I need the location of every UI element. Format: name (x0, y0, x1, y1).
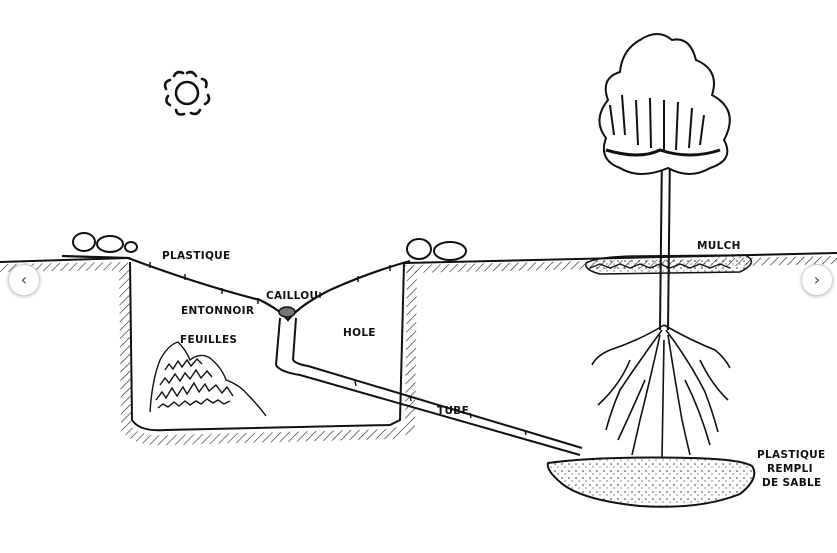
tree-icon (598, 33, 731, 331)
label-plastique: PLASTIQUE (162, 250, 230, 262)
chevron-left-icon: ‹ (20, 270, 28, 289)
label-plastique-rempli-line2: REMPLI (767, 463, 813, 475)
label-tube: TUBE (437, 405, 469, 417)
label-caillou: CAILLOU (266, 290, 318, 302)
chevron-right-icon: › (813, 270, 821, 289)
pebble-caillou (278, 306, 296, 318)
plastic-funnel (61, 254, 411, 322)
sand-filled-plastic (546, 456, 756, 508)
label-plastique-rempli-line3: DE SABLE (762, 477, 822, 489)
delivery-tube (275, 317, 583, 456)
leaves-pile (149, 341, 267, 417)
sun-icon (163, 70, 211, 116)
tree-roots (591, 324, 731, 459)
label-hole: HOLE (343, 327, 376, 339)
pit-walls (119, 261, 417, 446)
stones-left (72, 232, 138, 253)
stones-right (406, 238, 467, 261)
carousel-next-button[interactable]: › (801, 264, 833, 296)
label-mulch: MULCH (697, 240, 741, 252)
carousel-prev-button[interactable]: ‹ (8, 264, 40, 296)
label-feuilles: FEUILLES (180, 334, 237, 346)
label-plastique-rempli-line1: PLASTIQUE (757, 449, 825, 461)
label-entonnoir: ENTONNOIR (181, 305, 254, 317)
